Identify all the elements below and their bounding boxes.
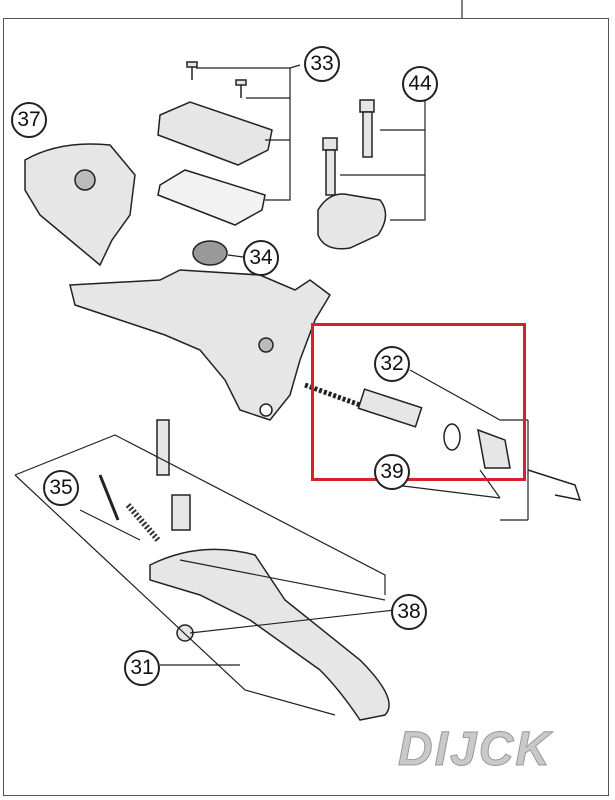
clamp-44 [317, 193, 387, 250]
cover-37 [24, 143, 136, 267]
watermark-logo: DIJCK [397, 723, 553, 777]
pin-35 [98, 474, 120, 521]
screw-33b [235, 79, 247, 98]
pushrod [527, 469, 582, 501]
lever-31 [149, 548, 390, 721]
callout-44: 44 [402, 66, 438, 102]
bolt-44b [322, 137, 338, 196]
spring-35 [125, 503, 161, 542]
screw-33 [186, 61, 198, 80]
callout-32: 32 [374, 346, 410, 382]
diagram-frame [3, 18, 609, 796]
boot-39 [477, 428, 511, 469]
cap-34 [192, 240, 228, 266]
reservoir-gasket [157, 169, 266, 226]
callout-35: 35 [43, 470, 79, 506]
sleeve [171, 494, 191, 531]
callout-33: 33 [304, 46, 340, 82]
callout-31: 31 [124, 650, 160, 686]
callout-39: 39 [374, 454, 410, 490]
circlip [443, 423, 461, 451]
bolt-lever [156, 419, 170, 476]
callout-38: 38 [391, 594, 427, 630]
callout-37: 37 [11, 102, 47, 138]
highlight-box [311, 323, 526, 481]
bolt-44 [359, 99, 375, 158]
piston-32 [357, 388, 423, 428]
master-cylinder [69, 269, 331, 421]
reservoir-cover [157, 101, 273, 166]
callout-34: 34 [243, 240, 279, 276]
